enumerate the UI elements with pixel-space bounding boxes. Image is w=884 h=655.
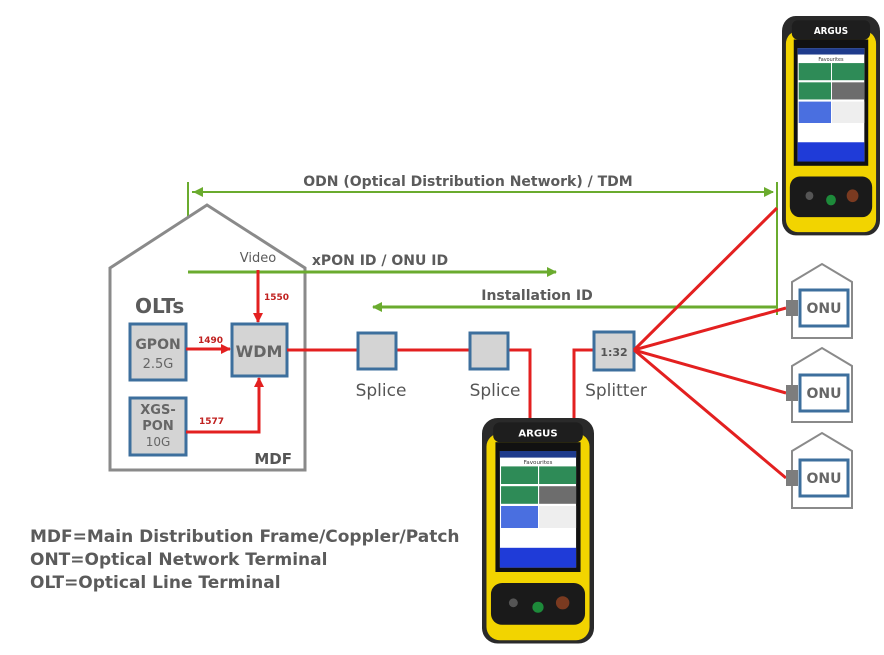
splice-box-2 [468,331,510,371]
gpon-box [128,322,188,382]
fiber-to-onu-3 [633,348,787,480]
w1550-label: 1550 [264,293,289,303]
wdm-label: WDM [236,342,283,361]
argus-screen-title-bottom: Favourites [524,460,553,466]
splitter-ratio: 1:32 [600,346,627,359]
mdf-label: MDF [254,450,292,468]
onu-label-3: ONU [807,471,842,487]
gpon-line1: GPON [135,337,180,353]
fiber-to-onu-1 [633,306,787,352]
xpon-label: xPON ID / ONU ID [312,253,448,269]
gpon-line2: 2.5G [143,357,174,372]
installation-label: Installation ID [481,288,592,304]
legend: MDF=Main Distribution Frame/Coppler/Patc… [30,526,460,595]
olts-label: OLTs [135,294,184,318]
xgspon-box [128,396,188,457]
argus-device-bottom: ARGUS Favourites [482,418,594,644]
fiber-to-top-device [632,206,779,352]
splice-label-1: Splice [356,381,407,401]
onu-house-3: ONU [786,431,853,509]
onu-label-2: ONU [807,386,842,402]
legend-mdf: MDF=Main Distribution Frame/Coppler/Patc… [30,527,460,547]
xgspon-line3: 10G [146,435,171,449]
fiber-device-splitter [572,348,594,440]
legend-ont: ONT=Optical Network Terminal [30,550,328,570]
wdm-box [230,322,289,378]
splitter-label: Splitter [585,381,647,401]
legend-olt: OLT=Optical Line Terminal [30,573,281,593]
onu-label-1: ONU [807,301,842,317]
argus-device-top: ARGUS Favourites [782,16,880,236]
argus-brand-bottom: ARGUS [518,429,557,440]
xgspon-to-wdm-line [186,377,264,434]
onu-house-1: ONU [786,262,853,339]
xgspon-line1: XGS- [140,403,175,418]
w1577-label: 1577 [199,417,224,427]
onu-house-2: ONU [786,346,853,423]
splice-label-2: Splice [470,381,521,401]
fiber-to-onu-2 [633,348,787,395]
splitter-box [592,330,636,372]
w1490-label: 1490 [198,336,223,346]
splice-box-1 [356,331,398,371]
xgspon-line2: PON [142,419,173,434]
video-label: Video [240,251,276,266]
odn-label: ODN (Optical Distribution Network) / TDM [303,174,632,190]
fiber-splice2-device [508,348,532,440]
argus-brand-top: ARGUS [814,26,848,37]
argus-screen-title-top: Favourites [818,57,843,63]
